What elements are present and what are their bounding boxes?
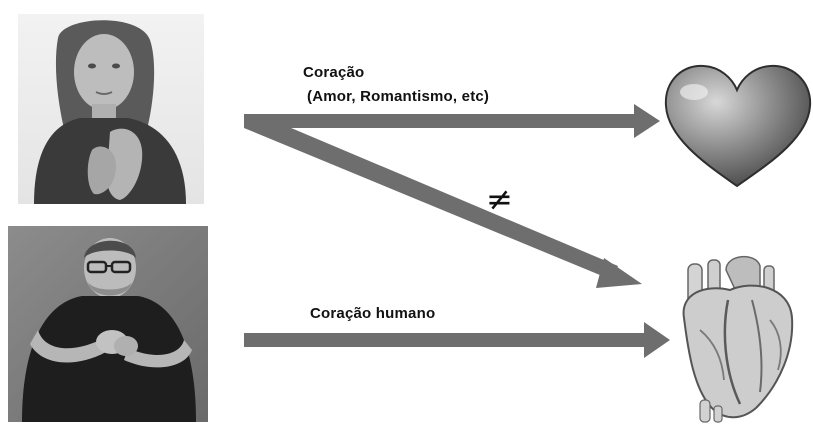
woman-signing-photo xyxy=(18,14,204,204)
not-equal-symbol: ≠ xyxy=(486,180,513,218)
label-top-line1: Coração xyxy=(303,64,365,81)
anatomical-heart-icon xyxy=(682,256,794,423)
arrow-top-to-anatomical-heart xyxy=(244,114,642,288)
label-bottom: Coração humano xyxy=(310,305,436,322)
label-top-line2: (Amor, Romantismo, etc) xyxy=(307,88,490,105)
arrow-top-to-heart xyxy=(244,104,660,138)
arrow-bottom-to-anatomical-heart xyxy=(244,322,670,358)
man-signing-photo xyxy=(8,226,208,422)
heart-icon xyxy=(664,64,812,188)
